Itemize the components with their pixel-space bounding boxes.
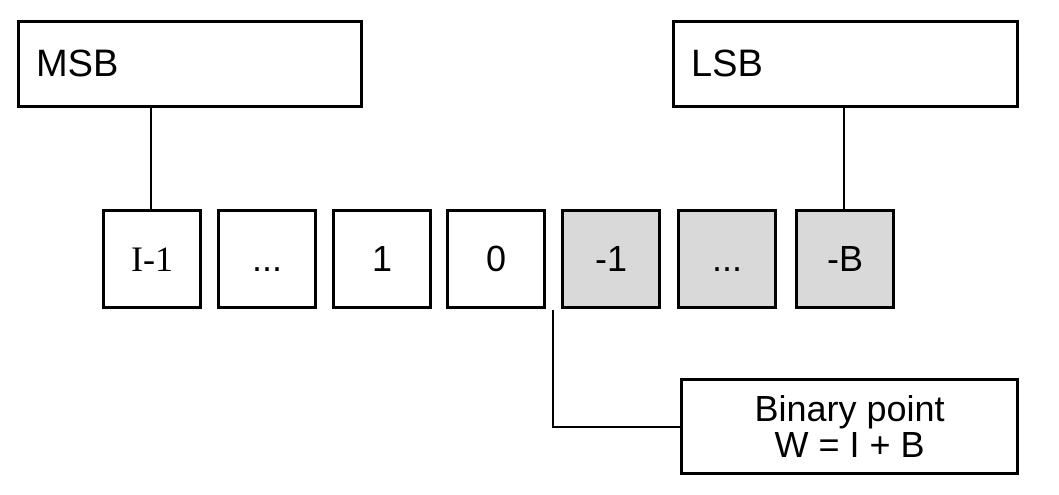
bit-label-msb: I-1	[131, 239, 173, 279]
bit-cell-0: 0	[446, 209, 546, 309]
bit-cell-minus-1: -1	[561, 209, 661, 309]
bit-label-1: 1	[371, 238, 393, 279]
binary-point-title: Binary point	[754, 387, 945, 429]
bit-label-integer-ellipsis: ...	[251, 238, 282, 279]
bit-label-minus-1: -1	[594, 238, 627, 279]
bit-label-lsb: -B	[827, 238, 863, 279]
binary-point-connector	[552, 310, 681, 428]
msb-label-box: MSB	[17, 20, 363, 108]
bit-label-fraction-ellipsis: ...	[711, 238, 742, 279]
bit-cell-1: 1	[332, 209, 432, 309]
bit-cell-lsb: -B	[795, 209, 895, 309]
word-length-formula: W = I + B	[774, 423, 925, 465]
bit-cell-fraction-ellipsis: ...	[677, 209, 777, 309]
bit-label-0: 0	[485, 238, 507, 279]
bit-cell-msb: I-1	[102, 209, 202, 309]
bit-cell-integer-ellipsis: ...	[217, 209, 317, 309]
lsb-label: LSB	[691, 42, 763, 85]
binary-point-note: Binary point W = I + B	[680, 378, 1019, 475]
lsb-label-box: LSB	[672, 20, 1019, 108]
msb-label: MSB	[36, 42, 119, 85]
